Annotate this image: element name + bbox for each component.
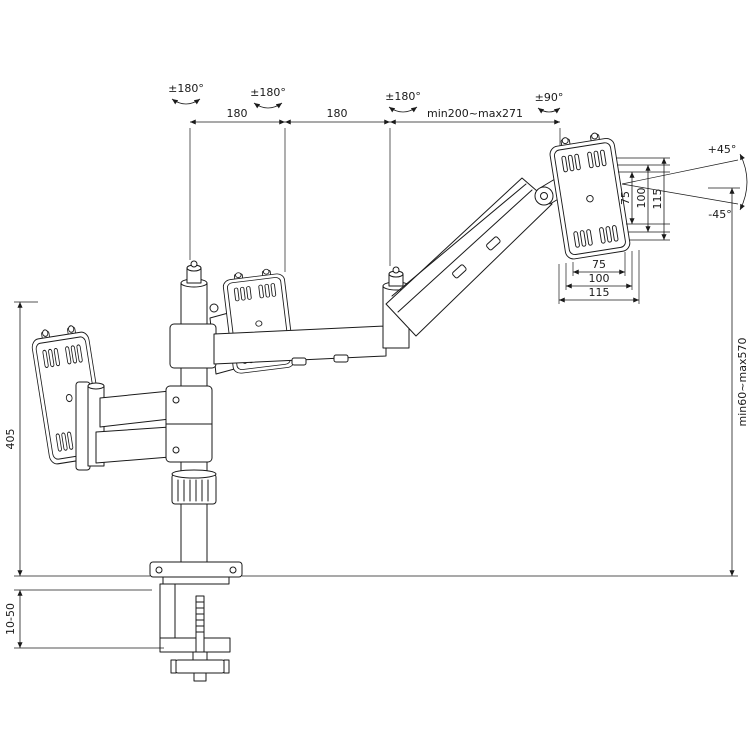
rotation-symbol-head: ±90°	[535, 91, 564, 114]
elbow-screw	[392, 266, 400, 274]
dim-label-180-b: 180	[327, 107, 348, 120]
clamp-range-label: 10-50	[4, 603, 17, 635]
clamp-bottom-arm	[159, 637, 231, 653]
rotation-label-center: ±180°	[250, 86, 286, 99]
dim-label-reach: min200~max271	[427, 107, 523, 120]
knob-stem	[192, 651, 208, 661]
vesa-h-100: 100	[589, 272, 610, 285]
cable-clip	[333, 354, 349, 363]
dimension-vesa-vertical: 75 100 115	[616, 157, 670, 241]
left-arm-upper-link	[99, 390, 171, 428]
cable-clip	[452, 264, 467, 279]
rotation-label-elbow: ±180°	[385, 90, 421, 103]
rotation-arc	[253, 102, 283, 109]
link-arm	[169, 266, 410, 369]
mount-assembly	[29, 129, 632, 682]
clamp-pad	[162, 576, 230, 585]
cable-clip	[291, 357, 307, 366]
rotation-arc	[171, 98, 201, 105]
dim-label-180-a: 180	[227, 107, 248, 120]
dimensions: 180 180 min200~max271 ±180° ±180° ±180° …	[4, 82, 749, 649]
dimension-height-right: min60~max570	[242, 187, 749, 577]
rotation-label-head: ±90°	[535, 91, 564, 104]
tilt-arc	[739, 153, 748, 211]
dimension-top-chain: 180 180 min200~max271	[189, 107, 561, 272]
tilt-label-up: +45°	[708, 143, 737, 156]
dimension-vesa-horizontal: 75 100 115	[558, 250, 640, 304]
clamp-knob-handle	[174, 659, 226, 674]
clamp-screw	[155, 566, 163, 574]
vesa-v-115: 115	[651, 189, 664, 210]
gas-arm-body	[385, 177, 553, 337]
rotation-arc	[537, 107, 561, 114]
knob-tip	[193, 672, 207, 682]
clamp-top-plate	[149, 561, 243, 578]
vesa-h-115: 115	[589, 286, 610, 299]
pole-top-screw	[190, 260, 198, 268]
rotation-symbol-elbow: ±180°	[385, 90, 421, 113]
rotation-symbol-center: ±180°	[250, 86, 286, 109]
tilt-label-down: -45°	[708, 208, 731, 221]
collar-bolt	[172, 396, 180, 404]
clamp-screw	[229, 566, 237, 574]
pole-collar-ring	[171, 469, 217, 505]
rotation-symbol-pole: ±180°	[168, 82, 204, 105]
vesa-h-75: 75	[592, 258, 606, 271]
dimension-clamp-range: 10-50	[4, 589, 164, 649]
bracket-knob	[209, 303, 219, 313]
left-arm-lower-link	[95, 426, 171, 464]
desk-clamp	[149, 561, 243, 682]
gas-spring-arm	[385, 175, 571, 337]
height-right-label: min60~max570	[736, 338, 749, 427]
vesa-v-100: 100	[635, 188, 648, 209]
rotation-label-pole: ±180°	[168, 82, 204, 95]
dimension-tilt: +45° -45°	[621, 143, 748, 221]
height-left-label: 405	[4, 429, 17, 450]
link-arm-pole-collar	[169, 323, 217, 369]
cable-clip	[486, 236, 501, 251]
clamp-threaded-rod	[195, 595, 205, 655]
collar-bolt	[172, 446, 180, 454]
vesa-v-75: 75	[619, 191, 632, 205]
dimension-height-left: 405	[4, 301, 150, 577]
left-arm	[75, 381, 213, 471]
rotation-arc	[388, 106, 418, 113]
